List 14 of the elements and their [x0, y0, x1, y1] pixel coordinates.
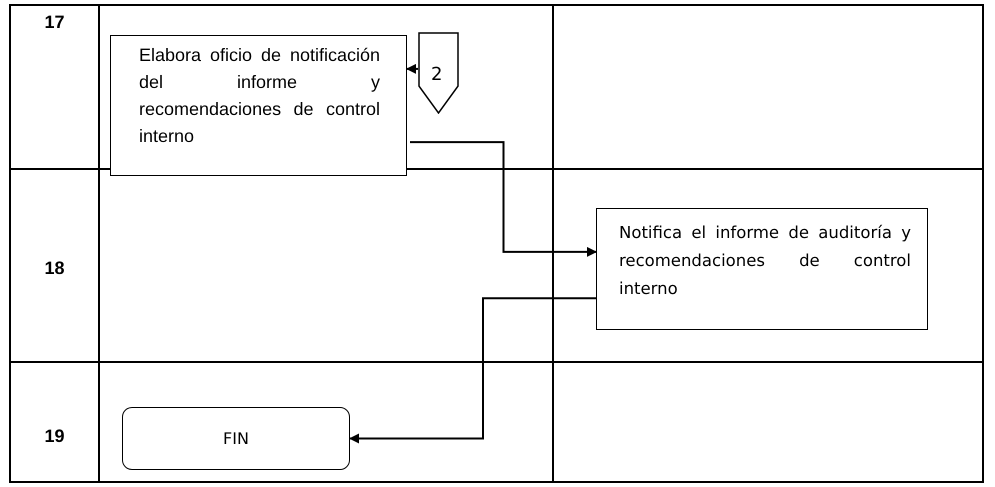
terminator-box	[122, 407, 350, 470]
row-number: 19	[43, 426, 66, 447]
row-number: 17	[43, 12, 66, 33]
off-page-connector	[418, 32, 459, 114]
connector-number: 2	[431, 64, 442, 85]
step-text: Notifica el informe de auditoría y recomendaciones de control interno	[619, 222, 911, 300]
step-text: Elabora oficio de notificación del informe y recomendaciones de control interno	[139, 44, 380, 148]
process-box	[596, 208, 928, 330]
arrow	[349, 297, 596, 444]
arrow	[406, 64, 418, 74]
row-number: 18	[43, 258, 66, 279]
process-box	[110, 35, 407, 176]
arrow	[410, 141, 597, 257]
terminator-text: FIN	[223, 429, 249, 448]
